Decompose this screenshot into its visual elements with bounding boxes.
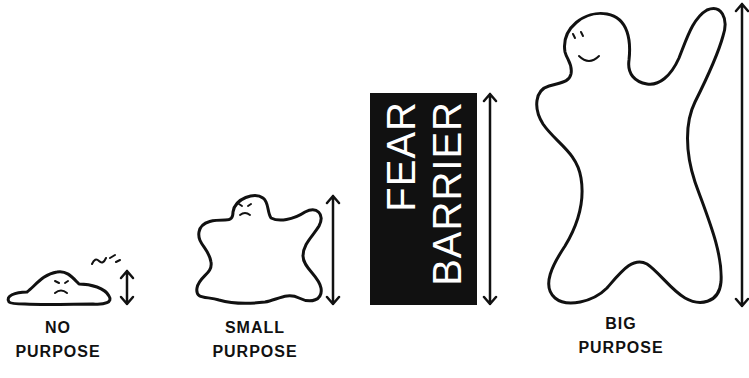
figure-label: BIG PURPOSE [578, 312, 663, 360]
face-mark [55, 281, 59, 283]
blob-body [537, 9, 725, 303]
barrier-box: FEAR BARRIER [370, 93, 477, 305]
figure-label: SMALL PURPOSE [212, 316, 297, 364]
face-mark [240, 213, 250, 215]
height-arrow [736, 4, 748, 306]
height-arrow [121, 271, 133, 304]
figure-blob: SMALL PURPOSE [193, 192, 325, 308]
blob-outline [193, 192, 325, 308]
blob-body [8, 272, 110, 305]
face-mark [55, 291, 67, 294]
blob-outline [535, 2, 727, 308]
smoke-squiggle [92, 255, 120, 264]
face-mark [579, 56, 599, 61]
blob-body [197, 196, 321, 304]
barrier-label: FEAR BARRIER [378, 101, 470, 297]
height-arrow [327, 196, 339, 304]
face-mark [248, 204, 251, 206]
face-mark [573, 34, 575, 38]
blob-outline [5, 262, 115, 306]
face-mark [239, 204, 242, 206]
face-mark [65, 281, 68, 283]
height-arrow [484, 94, 496, 304]
figure-label: NO PURPOSE [15, 316, 100, 364]
face-mark [581, 32, 583, 36]
figure-blob: BIG PURPOSE [535, 2, 727, 308]
figure-blob: NO PURPOSE [5, 262, 115, 306]
